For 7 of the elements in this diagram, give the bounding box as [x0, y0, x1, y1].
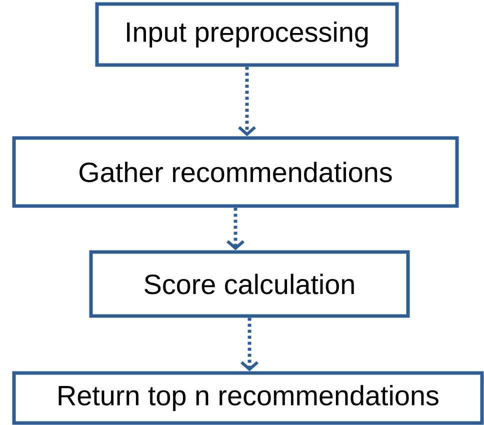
process-box: Return top n recommendations — [12, 371, 484, 425]
process-box: Input preprocessing — [95, 2, 399, 67]
process-box: Score calculation — [89, 250, 410, 318]
process-box: Gather recommendations — [12, 136, 459, 208]
arrow — [238, 66, 256, 136]
arrow — [240, 318, 258, 372]
arrow — [226, 208, 244, 250]
